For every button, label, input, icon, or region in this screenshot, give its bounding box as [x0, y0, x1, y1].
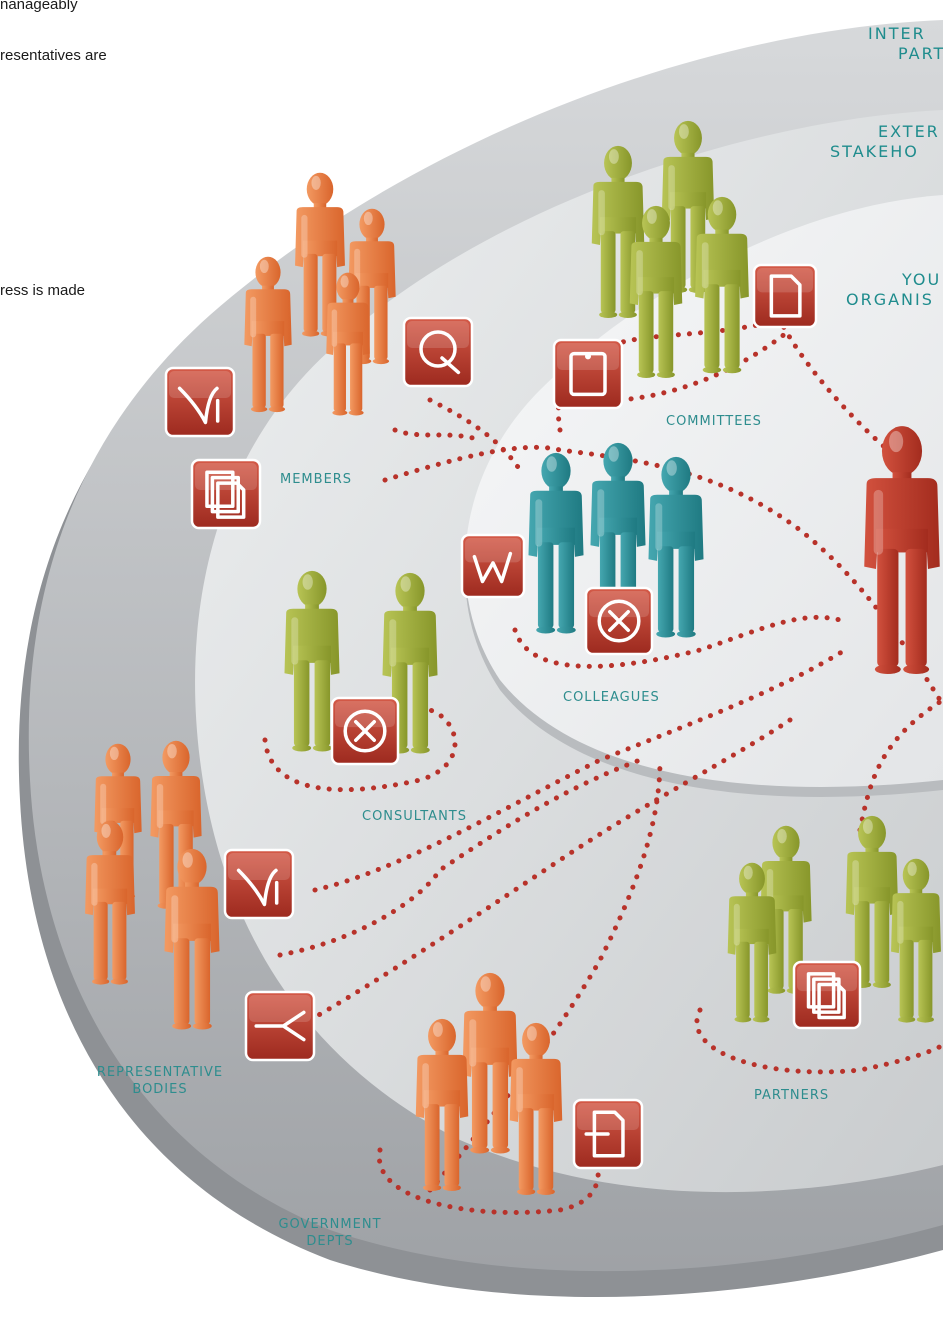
interested-parties-line-1: INTER — [868, 24, 926, 43]
member-person — [295, 172, 345, 337]
member-person — [348, 208, 396, 365]
colleague-person — [528, 452, 584, 634]
committees-label: COMMITTEES — [666, 414, 762, 429]
government-person — [462, 972, 518, 1154]
people-groups — [85, 120, 941, 1196]
w-icon — [460, 533, 526, 599]
interested-parties-label: INTER PART — [868, 24, 943, 64]
partners-label: PARTNERS — [754, 1088, 830, 1103]
representative-person — [85, 820, 135, 985]
x-circle-icon — [330, 696, 400, 766]
your-organisation-line-1: YOU — [902, 270, 942, 289]
your-organisation-label: YOU ORGANIS — [846, 270, 941, 310]
intro-text-line-2: resentatives are — [0, 47, 107, 64]
committee-person — [695, 196, 749, 374]
interested-parties-line-2: PART — [898, 44, 943, 63]
tablet-icon — [552, 338, 624, 410]
organisation-ring — [465, 195, 943, 787]
action-icons — [164, 263, 862, 1170]
colleagues-label: COLLEAGUES — [563, 690, 660, 705]
pages-icon — [792, 960, 862, 1030]
x-circle-icon — [584, 586, 654, 656]
fork-icon — [244, 990, 316, 1062]
representative-bodies-label: REPRESENTATIVE BODIES — [88, 1064, 232, 1098]
member-person — [326, 272, 370, 416]
government-person — [509, 1022, 563, 1196]
pages-icon — [190, 458, 262, 530]
hook-icon — [164, 366, 236, 438]
your-organisation-line-2: ORGANIS — [846, 290, 934, 309]
partner-person — [845, 815, 899, 989]
dotted-connectors — [262, 317, 943, 1215]
members-label: MEMBERS — [280, 472, 353, 487]
representative-person — [164, 848, 220, 1030]
document-icon — [752, 263, 818, 329]
colleague-person — [648, 456, 704, 638]
government-depts-line-2: DEPTS — [306, 1234, 354, 1249]
representative-bodies-line-2: BODIES — [132, 1082, 188, 1097]
organisation-person — [864, 426, 940, 674]
consultant-person — [382, 572, 438, 754]
bracket-doc-icon — [572, 1098, 644, 1170]
q-icon — [402, 316, 474, 388]
intro-text-line-1: nanageably — [0, 0, 78, 13]
government-depts-label: GOVERNMENT DEPTS — [266, 1216, 394, 1250]
intro-text-line-3: ress is made — [0, 282, 86, 299]
external-stakeholders-label: EXTER STAKEHO — [830, 122, 940, 162]
government-person — [415, 1018, 469, 1192]
government-depts-line-1: GOVERNMENT — [278, 1217, 382, 1232]
partner-person — [727, 862, 777, 1023]
member-person — [244, 256, 292, 413]
external-stakeholders-line-1: EXTER — [878, 122, 940, 141]
external-stakeholders-line-2: STAKEHO — [830, 142, 919, 161]
consultants-label: CONSULTANTS — [362, 809, 467, 824]
hook-icon — [223, 848, 295, 920]
consultant-person — [284, 570, 340, 752]
representative-bodies-line-1: REPRESENTATIVE — [96, 1065, 224, 1080]
partner-person — [891, 858, 941, 1023]
committee-person — [629, 205, 683, 379]
